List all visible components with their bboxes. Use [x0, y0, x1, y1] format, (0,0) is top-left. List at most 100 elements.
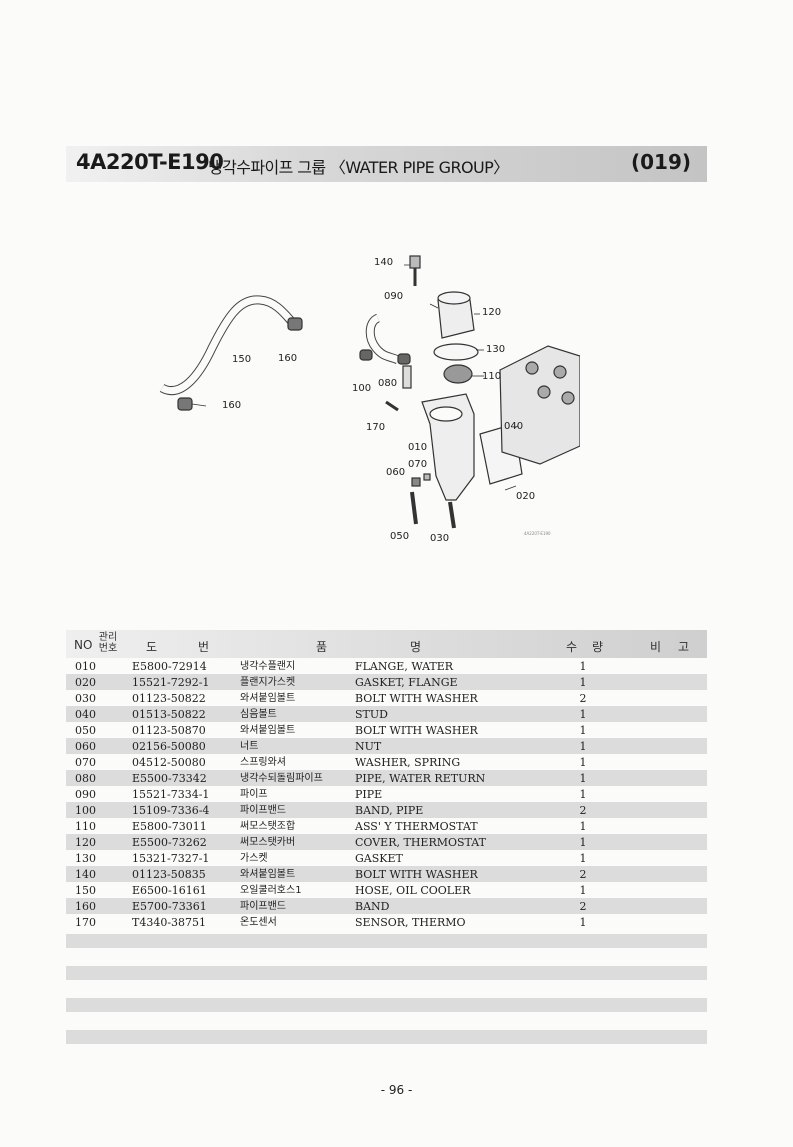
cell-quantity: 1: [579, 916, 587, 929]
cell-english-name: BAND: [355, 900, 390, 913]
cell-quantity: 2: [579, 804, 587, 817]
cell-quantity: 1: [579, 660, 587, 673]
callout-120: 120: [482, 307, 502, 318]
cell-korean-name: 써모스탯카버: [240, 837, 296, 848]
cell-korean-name: 플랜지가스켓: [240, 677, 296, 688]
cell-korean-name: 냉각수되돌림파이프: [240, 773, 323, 784]
cell-no: 010: [75, 660, 96, 673]
cell-part-number: E5700-73361: [132, 900, 207, 913]
cell-part-number: 15109-7336-4: [132, 804, 210, 817]
cell-part-number: 15521-7334-1: [132, 788, 210, 801]
cell-english-name: FLANGE, WATER: [355, 660, 454, 673]
cell-part-number: E5500-73342: [132, 772, 207, 785]
callout-030: 030: [430, 533, 450, 544]
cell-part-number: 15521-7292-1: [132, 676, 210, 689]
cell-no: 070: [75, 756, 96, 769]
cell-english-name: PIPE: [355, 788, 383, 801]
header-qty-2: 량: [592, 640, 604, 654]
cell-part-number: E6500-16161: [132, 884, 207, 897]
cell-english-name: NUT: [355, 740, 382, 753]
cell-no: 020: [75, 676, 96, 689]
cell-english-name: BAND, PIPE: [355, 804, 424, 817]
cell-korean-name: 와셔붙임볼트: [240, 725, 296, 736]
cell-korean-name: 스프링와셔: [240, 757, 286, 768]
cell-english-name: BOLT WITH WASHER: [355, 724, 478, 737]
cell-no: 060: [75, 740, 96, 753]
cell-quantity: 1: [579, 740, 587, 753]
cell-korean-name: 오일쿨러호스1: [240, 885, 302, 896]
table-row: 080 E5500-73342 냉각수되돌림파이프 PIPE, WATER RETUR…: [66, 770, 707, 786]
group-title: 냉각수파이프 그룹 〈WATER PIPE GROUP〉: [208, 158, 509, 177]
cell-korean-name: 파이프밴드: [240, 805, 286, 816]
cell-english-name: COVER, THERMOSTAT: [355, 836, 486, 849]
cell-korean-name: 심음볼트: [240, 709, 277, 720]
page-number: - 96 -: [380, 1083, 413, 1097]
callout-140: 140: [374, 257, 394, 268]
header-remark-2: 고: [678, 640, 690, 654]
figure-reference: 4A220T-E190: [524, 531, 551, 536]
callout-090: 090: [384, 291, 404, 302]
cell-no: 110: [75, 820, 96, 833]
cell-no: 040: [75, 708, 96, 721]
callout-040: 040: [504, 421, 524, 432]
cell-no: 030: [75, 692, 96, 705]
cell-no: 150: [75, 884, 96, 897]
cell-quantity: 1: [579, 772, 587, 785]
cell-english-name: BOLT WITH WASHER: [355, 692, 478, 705]
header-name-2: 명: [410, 640, 422, 654]
cell-part-number: 01123-50835: [132, 868, 206, 881]
header-management-number: 관리번호: [98, 632, 118, 654]
cell-korean-name: 파이프밴드: [240, 901, 286, 912]
cell-no: 080: [75, 772, 96, 785]
header-no: NO: [74, 638, 93, 652]
table-row: 010 E5800-72914 냉각수플랜지 FLANGE, WATER 1: [66, 658, 707, 674]
cell-korean-name: 와셔붙임볼트: [240, 693, 296, 704]
callout-050: 050: [390, 531, 410, 542]
section-header: 4A220T-E190 냉각수파이프 그룹 〈WATER PIPE GROUP〉…: [66, 146, 707, 182]
cell-english-name: STUD: [355, 708, 388, 721]
cell-korean-name: 파이프: [240, 789, 268, 800]
cell-part-number: E5800-72914: [132, 660, 207, 673]
blank-row: [66, 1030, 707, 1044]
callout-020: 020: [516, 491, 536, 502]
header-drawing-1: 도: [146, 640, 158, 654]
callout-110: 110: [482, 371, 502, 382]
callout-100: 100: [352, 383, 372, 394]
table-body: 010 E5800-72914 냉각수플랜지 FLANGE, WATER 1 020 155…: [66, 658, 707, 930]
cell-part-number: 01513-50822: [132, 708, 206, 721]
cell-quantity: 1: [579, 676, 587, 689]
cell-quantity: 1: [579, 836, 587, 849]
cell-quantity: 1: [579, 756, 587, 769]
cell-quantity: 2: [579, 868, 587, 881]
cell-part-number: T4340-38751: [132, 916, 207, 929]
callout-130: 130: [486, 344, 506, 355]
cell-korean-name: 냉각수플랜지: [240, 661, 296, 672]
cell-quantity: 1: [579, 788, 587, 801]
group-number: (019): [630, 150, 691, 174]
header-qty-1: 수: [566, 640, 578, 654]
header-remark-1: 비: [650, 640, 662, 654]
cell-quantity: 1: [579, 852, 587, 865]
cell-english-name: PIPE, WATER RETURN: [355, 772, 486, 785]
cell-no: 130: [75, 852, 96, 865]
callout-160-upper: 160: [278, 353, 298, 364]
cell-english-name: SENSOR, THERMO: [355, 916, 466, 929]
blank-row: [66, 966, 707, 980]
cell-korean-name: 가스켓: [240, 853, 268, 864]
callout-080: 080: [378, 378, 398, 389]
cell-part-number: 04512-50080: [132, 756, 206, 769]
cell-english-name: GASKET, FLANGE: [355, 676, 458, 689]
cell-korean-name: 와셔붙임볼트: [240, 869, 296, 880]
